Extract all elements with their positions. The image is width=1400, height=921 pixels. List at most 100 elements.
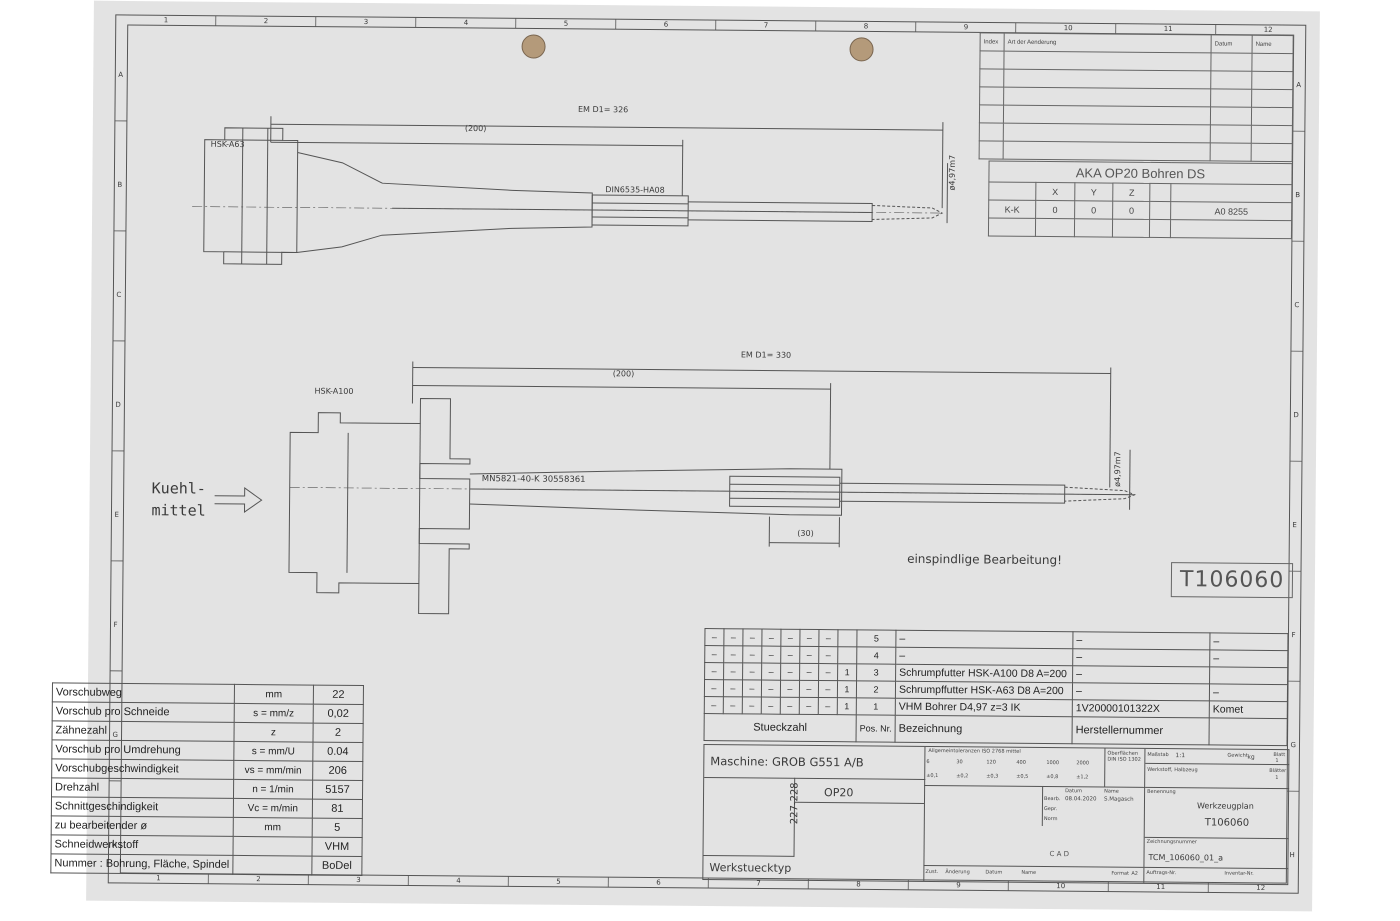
parts-header-mfr-no: Herstellernummer	[1072, 716, 1210, 745]
parameter-unit: mm	[234, 684, 314, 705]
col-z: Z	[1113, 183, 1151, 202]
drawing-number: TCM_106060_01_a	[1148, 852, 1224, 863]
col-y: Y	[1074, 182, 1114, 202]
punch-hole	[521, 34, 546, 59]
parameter-value: 206	[312, 761, 363, 781]
parameter-value: VHM	[311, 837, 363, 857]
parameter-unit: Vc = m/min	[233, 798, 313, 819]
grid-row-label: C	[1294, 301, 1300, 310]
tol-val-5: ±0,8	[1046, 774, 1059, 781]
order-label: Auftrags-Nr.	[1146, 869, 1177, 877]
plan-label: Werkzeugplan	[1196, 801, 1254, 811]
lower-dim-total: EM D1= 330	[740, 350, 792, 360]
grid-column-label: 11	[1163, 25, 1173, 34]
sheet-number: 1	[1275, 758, 1279, 765]
part-description: –	[895, 647, 1073, 666]
part-qty	[837, 629, 857, 647]
parameter-label: zu bearbeitender ø	[51, 815, 234, 837]
changes-label: Änderung	[945, 869, 970, 876]
parameter-value: 5	[312, 818, 363, 838]
parameter-label: Schnittgeschindigkeit	[51, 796, 234, 818]
rev-header-datum: Datum	[1211, 34, 1253, 54]
grid-row-label: C	[116, 290, 122, 299]
part-description: VHM Bohrer D4,97 z=3 IK	[895, 698, 1073, 717]
grid-column-label: 2	[263, 17, 269, 26]
title-block: Maschine: GROB G551 A/B 227-228 OP20 Wer…	[702, 744, 1290, 886]
grid-row-label: G	[1290, 741, 1296, 750]
part-pos: 5	[856, 629, 897, 648]
parameter-label: Vorschubweg	[52, 682, 235, 704]
upper-dim-total: EM D1= 326	[577, 104, 629, 115]
grid-column-label: 9	[963, 23, 969, 32]
parameter-label: Vorschub pro Umdrehung	[51, 739, 234, 761]
tol-val-2: ±0,2	[956, 773, 969, 780]
lower-dim-30: (30)	[797, 528, 814, 538]
tol-val-4: ±0,5	[1016, 773, 1029, 780]
plan-number: T106060	[1204, 817, 1250, 829]
format-label: Format	[1111, 870, 1130, 877]
tool-id-box: T106060	[1170, 562, 1294, 599]
parameter-unit: n = 1/min	[233, 779, 313, 800]
designation-label: Benennung	[1147, 788, 1176, 796]
grid-column-label: 9	[956, 881, 961, 890]
parts-header-qty: Stueckzahl	[704, 713, 857, 742]
part-manufacturer-number: –	[1072, 631, 1210, 650]
grid-column-label: 8	[863, 22, 869, 31]
name-label-2: Name	[1021, 869, 1037, 876]
surface-label: Oberflächen DIN ISO 1302	[1107, 750, 1141, 763]
inner-frame	[119, 24, 1295, 884]
weight-unit: kg	[1247, 753, 1255, 761]
part-manufacturer: –	[1209, 649, 1288, 668]
tol-val-6: ±1,2	[1076, 774, 1089, 781]
part-description: –	[895, 630, 1073, 649]
status-label: Zust.	[925, 868, 939, 876]
grid-row-label: A	[1296, 81, 1302, 90]
col-x: X	[1035, 182, 1075, 201]
parameter-value: 0.04	[312, 742, 363, 762]
grid-column-label: 1	[156, 874, 161, 883]
grid-column-label: 8	[856, 880, 861, 889]
tol-range-4: 400	[1016, 759, 1026, 766]
part-qty: 1	[837, 697, 857, 715]
punch-hole	[849, 37, 874, 62]
parameter-value: 0,02	[313, 704, 364, 724]
grid-column-label: 10	[1056, 882, 1066, 891]
parts-header-desc: Bezeichnung	[895, 715, 1073, 744]
grid-column-label: 10	[1063, 24, 1073, 33]
name-label-header: Name	[1104, 788, 1119, 795]
parameter-label: Vorschub pro Schneide	[52, 701, 235, 723]
cad-label: C A D	[1049, 850, 1070, 859]
rev-header-art: Art der Aenderung	[1004, 33, 1212, 53]
tol-range-5: 1000	[1046, 760, 1060, 767]
upper-tool-assembly	[192, 116, 949, 265]
grid-row-label: H	[111, 840, 117, 849]
part-manufacturer-number: 1V20000101322X	[1072, 699, 1210, 718]
grid-column-label: 2	[256, 875, 261, 884]
scale-value: 1:1	[1175, 752, 1186, 760]
spindle-note: einspindlige Bearbeitung!	[907, 551, 1062, 568]
grid-column-label: 6	[656, 878, 661, 887]
tol-range-6: 2000	[1076, 760, 1090, 767]
part-manufacturer: –	[1209, 632, 1288, 651]
sheets-count: 1	[1275, 775, 1279, 782]
parts-header-pos: Pos. Nr.	[856, 714, 896, 743]
rev-header-index: Index	[980, 32, 1005, 52]
date-value: 08.04.2020	[1064, 796, 1097, 803]
tol-val-1: ±0,1	[926, 772, 939, 780]
grid-ticks	[109, 15, 1305, 893]
part-manufacturer	[1209, 666, 1288, 685]
grid-row-label: H	[1289, 851, 1295, 860]
parameter-label: Schneidwerkstoff	[51, 834, 234, 856]
name-value: S.Magasch	[1103, 796, 1134, 803]
parameter-value: 81	[312, 799, 363, 819]
upper-holder-label: HSK-A63	[210, 139, 245, 149]
rev-header-name: Name	[1252, 35, 1294, 54]
parameter-label: Nummer : Bohrung, Fläche, Spindel	[50, 853, 233, 875]
grid-column-label: 7	[756, 879, 761, 888]
upper-diameter-label: ø4,97m7	[947, 154, 957, 191]
lower-diameter-label: ø4,97m7	[1113, 451, 1123, 487]
grid-row-label: A	[118, 70, 124, 79]
part-qty	[837, 646, 857, 664]
grid-column-label: 5	[556, 877, 561, 886]
